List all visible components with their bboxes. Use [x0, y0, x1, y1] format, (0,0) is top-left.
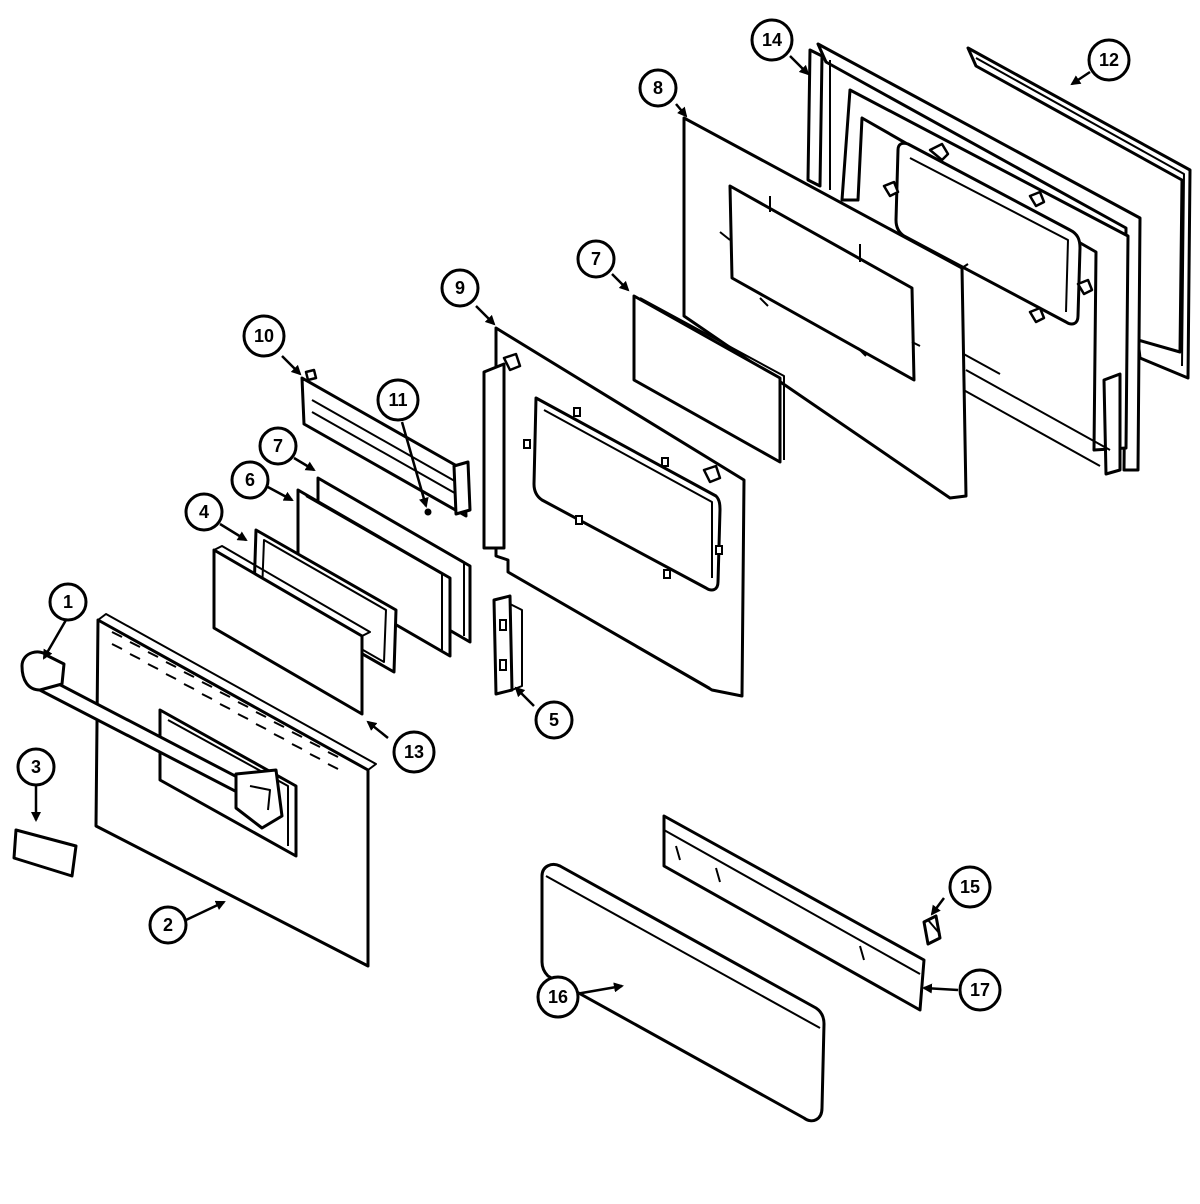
- svg-text:8: 8: [653, 78, 663, 98]
- svg-text:12: 12: [1099, 50, 1119, 70]
- part-8-door-panel: [682, 116, 969, 500]
- svg-text:7: 7: [273, 436, 283, 456]
- svg-text:17: 17: [970, 980, 990, 1000]
- callout-13: 13: [392, 730, 436, 774]
- part-15-clip: [922, 914, 942, 946]
- svg-text:2: 2: [163, 915, 173, 935]
- svg-text:11: 11: [388, 390, 407, 410]
- callout-2: 2: [148, 905, 188, 945]
- callout-10: 10: [242, 314, 286, 358]
- callout-4: 4: [184, 492, 224, 532]
- part-5-hinge-bracket: [492, 594, 523, 696]
- part-3-badge: [12, 828, 78, 878]
- part-7-glass-panel-upper: [632, 294, 785, 464]
- svg-text:7: 7: [591, 249, 601, 269]
- callout-6: 6: [230, 460, 270, 500]
- callout-3: 3: [16, 747, 56, 787]
- callout-9: 9: [440, 268, 480, 308]
- callout-17: 17: [958, 968, 1002, 1012]
- part-9-inner-door-frame: [482, 326, 746, 698]
- callout-1: 1: [48, 582, 88, 622]
- svg-text:3: 3: [31, 757, 41, 777]
- part-1-door-handle: [20, 650, 284, 830]
- part-6-inner-glass: [296, 488, 452, 658]
- part-10-vent-bracket: [300, 368, 472, 518]
- svg-text:16: 16: [548, 987, 568, 1007]
- callout-5: 5: [534, 700, 574, 740]
- svg-text:10: 10: [254, 326, 274, 346]
- callout-16: 16: [536, 975, 580, 1019]
- part-13-outer-glass: [212, 545, 371, 716]
- svg-text:5: 5: [549, 710, 559, 730]
- part-16-drawer-front: [540, 862, 826, 1123]
- part-17-drawer-rail: [662, 814, 926, 1012]
- svg-text:15: 15: [960, 877, 980, 897]
- callout-11: 11: [376, 378, 420, 422]
- callout-7-lower: 7: [258, 426, 298, 466]
- part-14-inner-door-liner: [806, 42, 1142, 476]
- callout-12: 12: [1087, 38, 1131, 82]
- callout-8: 8: [638, 68, 678, 108]
- svg-text:13: 13: [404, 742, 424, 762]
- leader-lines: [31, 55, 1091, 996]
- callout-14: 14: [750, 18, 794, 62]
- part-11-screw: [424, 508, 432, 516]
- svg-text:4: 4: [199, 502, 209, 522]
- svg-text:14: 14: [762, 30, 782, 50]
- callout-7-upper: 7: [576, 239, 616, 279]
- svg-text:1: 1: [63, 592, 73, 612]
- svg-text:6: 6: [245, 470, 255, 490]
- callout-15: 15: [948, 865, 992, 909]
- svg-text:9: 9: [455, 278, 465, 298]
